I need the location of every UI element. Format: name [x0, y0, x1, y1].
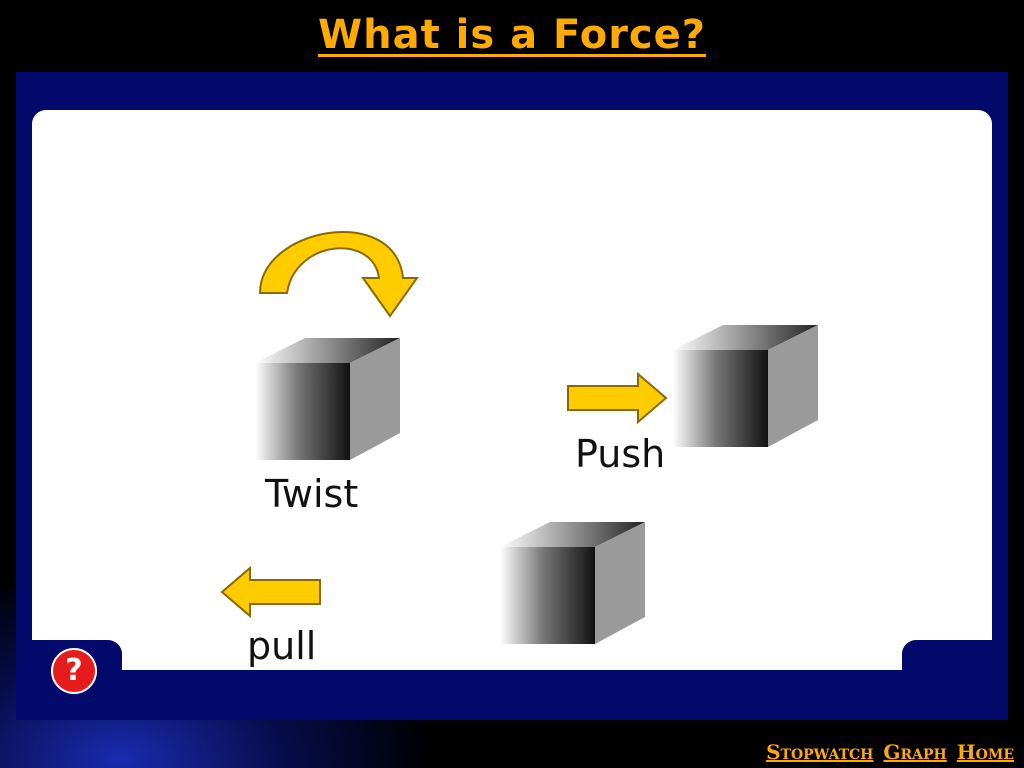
- push-label: Push: [575, 432, 666, 476]
- pull-arrow-icon: [220, 566, 321, 618]
- twist-arrow-icon: [258, 231, 419, 318]
- graph-link[interactable]: Graph: [883, 740, 947, 764]
- twist-label: Twist: [265, 472, 359, 516]
- help-button[interactable]: ?: [51, 648, 97, 694]
- home-link[interactable]: Home: [956, 740, 1014, 764]
- push-arrow-icon: [567, 372, 668, 424]
- stopwatch-link[interactable]: Stopwatch: [766, 740, 874, 764]
- frame-notch-right: [902, 640, 992, 672]
- slide-title: What is a Force?: [318, 12, 706, 58]
- push-cube: [673, 325, 818, 447]
- twist-cube: [255, 338, 400, 460]
- pull-label: pull: [247, 624, 317, 668]
- pull-cube: [500, 522, 645, 644]
- nav-links: Stopwatch Graph Home: [766, 740, 1014, 764]
